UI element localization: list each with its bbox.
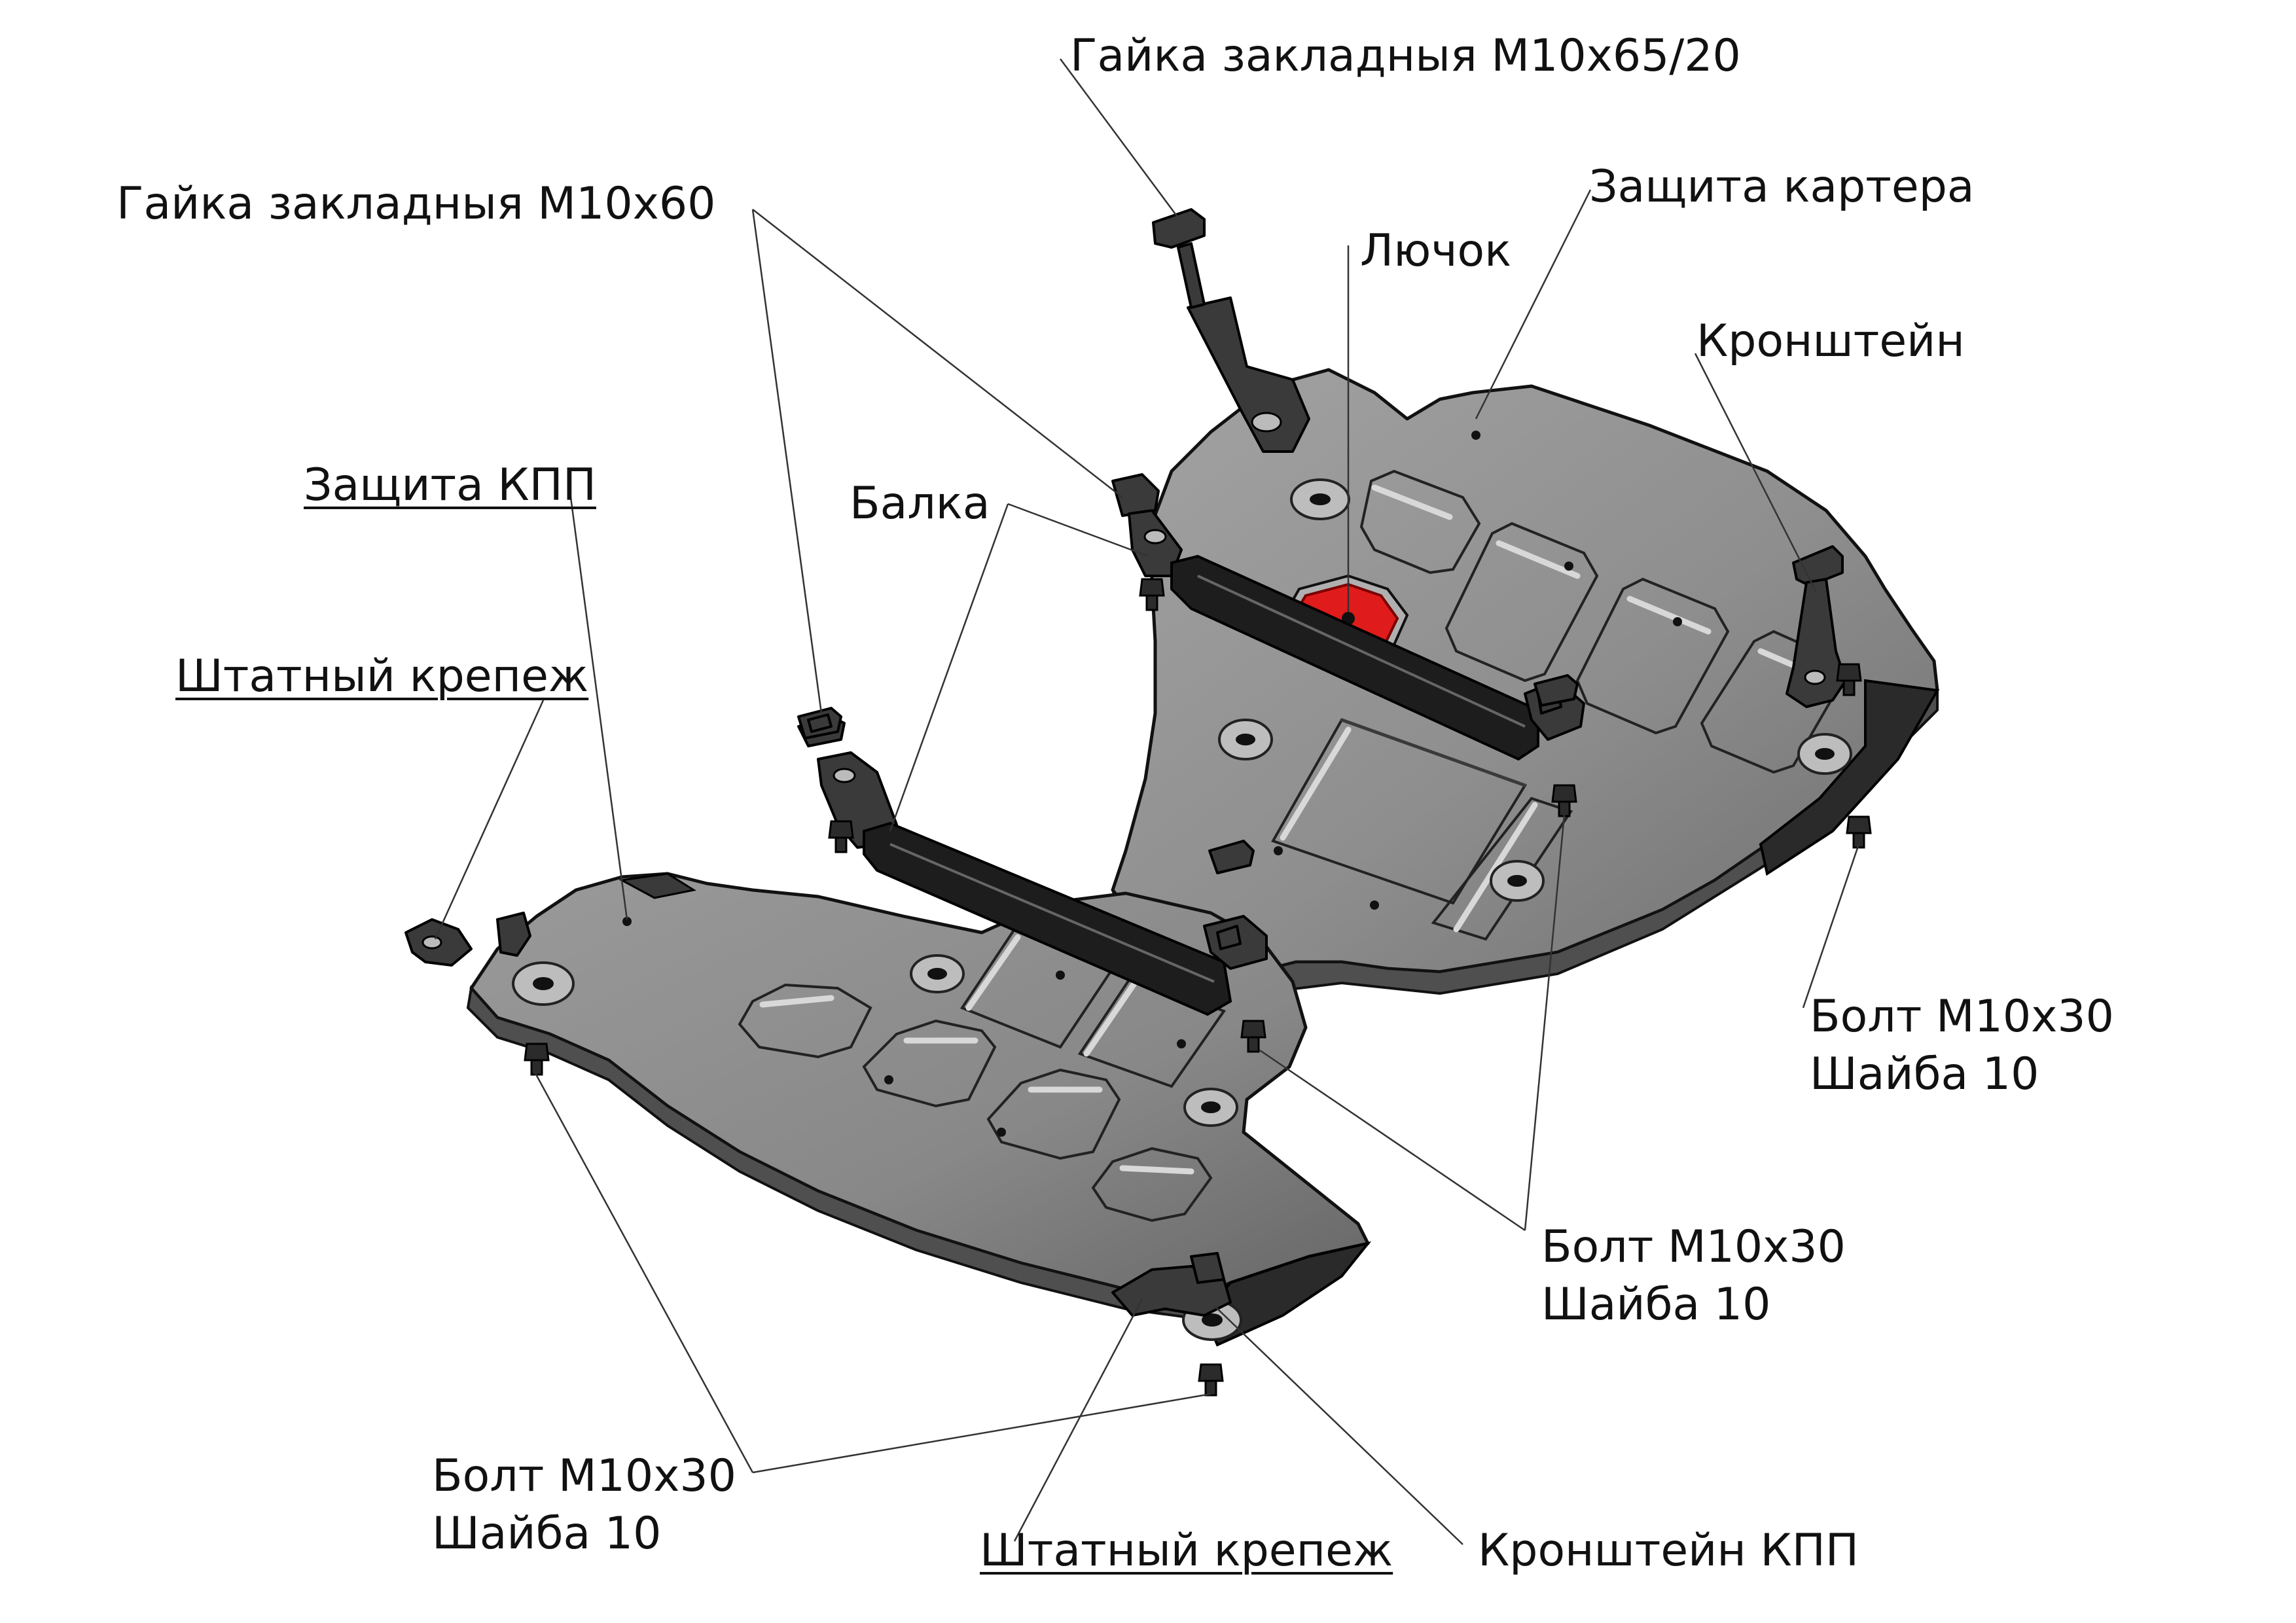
crankcase-mount-arm — [1111, 208, 1310, 577]
crankcase-right-bracket — [1785, 545, 1847, 708]
gearbox-left-bracket — [404, 912, 531, 967]
leader-lines — [434, 58, 1860, 1545]
label-nut-m10x60: Гайка закладныя М10х60 — [117, 178, 716, 230]
label-gearbox-guard: Защита КПП — [304, 459, 596, 511]
label-gearbox-bracket: Кронштейн КПП — [1478, 1525, 1859, 1577]
label-standard-fastener-top: Штатный крепеж — [175, 651, 589, 702]
gearbox-bottom-bracket — [1111, 1252, 1232, 1317]
label-beam: Балка — [850, 478, 990, 529]
loose-nuts — [797, 674, 1579, 874]
label-bolt-center-line2: Шайба 10 — [1541, 1279, 1771, 1330]
label-hatch: Лючок — [1360, 225, 1512, 277]
label-nut-m10x65-20: Гайка закладныя М10х65/20 — [1070, 30, 1741, 82]
label-standard-fastener-bottom: Штатный крепеж — [980, 1525, 1393, 1577]
label-bolt-right-line1: Болт М10х30 — [1810, 991, 2114, 1043]
label-bolt-left-line2: Шайба 10 — [432, 1508, 662, 1560]
label-bolt-center-line1: Болт М10х30 — [1541, 1221, 1846, 1273]
label-bolt-left-line1: Болт М10х30 — [432, 1450, 736, 1502]
label-crankcase-guard: Защита картера — [1589, 161, 1975, 213]
label-bracket: Кронштейн — [1696, 315, 1965, 367]
label-bolt-right-line2: Шайба 10 — [1810, 1048, 2039, 1100]
